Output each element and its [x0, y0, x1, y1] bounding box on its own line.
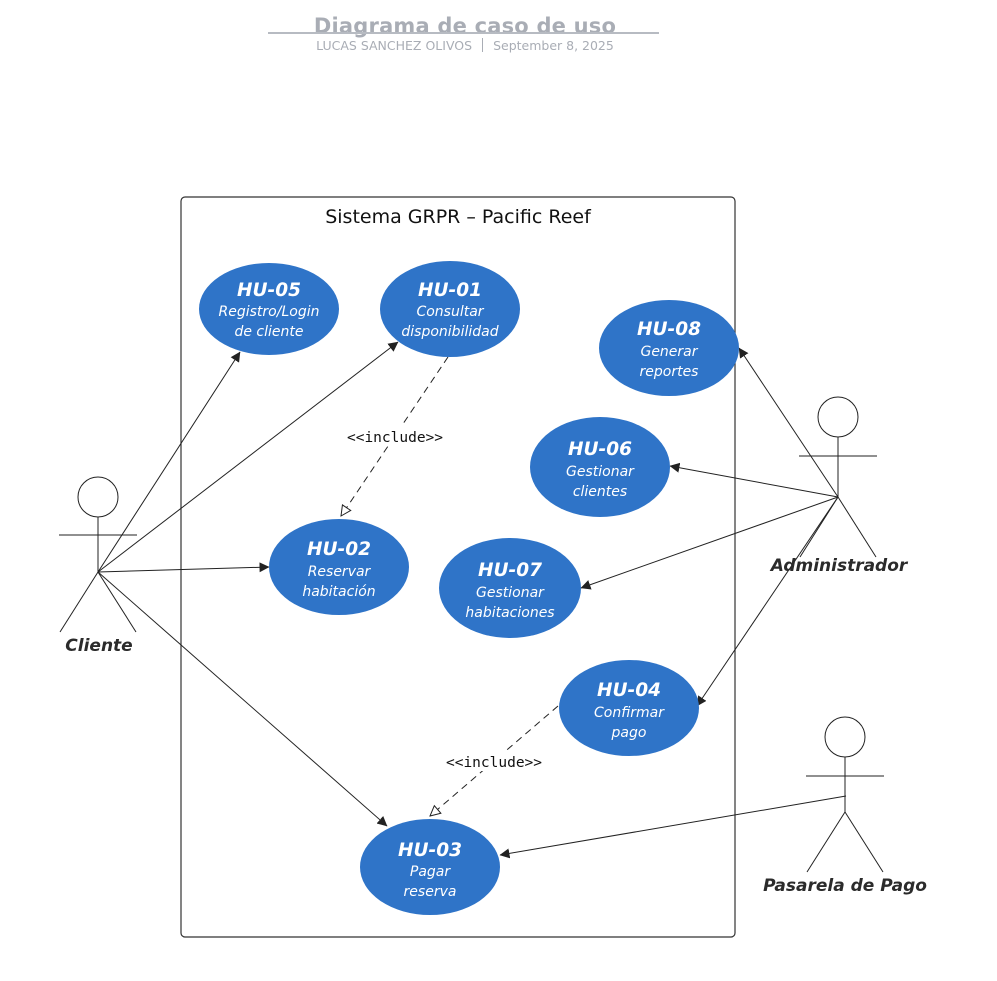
use-case-label: habitación	[302, 584, 375, 600]
assoc-cliente-hu05	[97, 351, 241, 573]
use-case-label: de cliente	[234, 324, 303, 340]
use-case-hu01[interactable]: HU-01 Consultar disponibilidad	[380, 261, 520, 357]
use-case-id: HU-01	[418, 280, 482, 301]
use-case-id: HU-08	[637, 319, 701, 340]
use-case-label: Gestionar	[476, 585, 545, 601]
use-case-id: HU-02	[307, 539, 371, 560]
use-case-id: HU-04	[597, 680, 661, 701]
system-title: Sistema GRPR – Pacific Reef	[325, 206, 592, 228]
use-case-label: reserva	[404, 884, 457, 900]
document-meta: LUCAS SANCHEZ OLIVOS September 8, 2025	[0, 38, 930, 53]
author-name: LUCAS SANCHEZ OLIVOS	[316, 38, 473, 53]
assoc-admin-hu04	[696, 496, 839, 707]
actor-head-icon	[824, 716, 866, 758]
use-case-label: disponibilidad	[401, 324, 498, 340]
use-case-hu05[interactable]: HU-05 Registro/Login de cliente	[199, 263, 339, 355]
use-case-hu08[interactable]: HU-08 Generar reportes	[599, 300, 739, 396]
assoc-admin-hu08	[738, 347, 839, 498]
use-case-hu03[interactable]: HU-03 Pagar reserva	[360, 819, 500, 915]
use-case-id: HU-06	[568, 439, 632, 460]
actor-pasarela-de-pago[interactable]	[806, 716, 884, 873]
use-case-label: reportes	[640, 364, 699, 380]
use-case-hu06[interactable]: HU-06 Gestionar clientes	[530, 417, 670, 517]
use-case-label: Reservar	[308, 564, 372, 580]
system-boundary	[180, 196, 736, 938]
use-case-hu04[interactable]: HU-04 Confirmar pago	[559, 660, 699, 756]
use-case-id: HU-03	[398, 840, 462, 861]
use-case-id: HU-07	[478, 560, 542, 581]
use-case-id: HU-05	[237, 280, 301, 301]
use-case-label: Registro/Login	[219, 304, 320, 320]
assoc-admin-hu07	[580, 496, 839, 590]
include-label-bg	[338, 426, 452, 446]
document-title: Diagrama de caso de uso	[313, 14, 617, 38]
actor-head-icon	[77, 476, 119, 518]
use-case-label: habitaciones	[465, 605, 554, 621]
assoc-cliente-hu01	[97, 341, 399, 573]
meta-separator	[482, 38, 484, 52]
actor-name-pasarela: Pasarela de Pago	[763, 876, 927, 896]
include-label-bg	[437, 751, 551, 771]
use-case-label: pago	[611, 725, 647, 741]
actor-administrador[interactable]	[799, 396, 877, 558]
actor-name-cliente: Cliente	[65, 636, 132, 656]
assoc-cliente-hu03	[97, 571, 388, 827]
include-hu01-hu02	[341, 356, 449, 516]
document-date: September 8, 2025	[493, 38, 614, 53]
use-case-label: clientes	[573, 484, 627, 500]
actor-cliente[interactable]	[59, 476, 137, 633]
assoc-admin-hu06	[669, 462, 839, 498]
title-underline	[268, 32, 659, 34]
actor-head-icon	[817, 396, 859, 438]
use-case-hu07[interactable]: HU-07 Gestionar habitaciones	[439, 538, 581, 638]
actor-name-administrador: Administrador	[769, 556, 909, 576]
include-label: <<include>>	[347, 430, 443, 446]
use-case-hu02[interactable]: HU-02 Reservar habitación	[269, 519, 409, 615]
use-case-label: Generar	[640, 344, 698, 360]
assoc-pasarela-hu03	[499, 795, 847, 859]
diagram-header: Diagrama de caso de uso	[0, 14, 930, 38]
use-case-label: Pagar	[410, 864, 451, 880]
use-case-label: Consultar	[416, 304, 484, 320]
assoc-cliente-hu02	[97, 562, 270, 573]
use-case-label: Gestionar	[566, 464, 635, 480]
include-label: <<include>>	[446, 755, 542, 771]
use-case-label: Confirmar	[594, 705, 665, 721]
